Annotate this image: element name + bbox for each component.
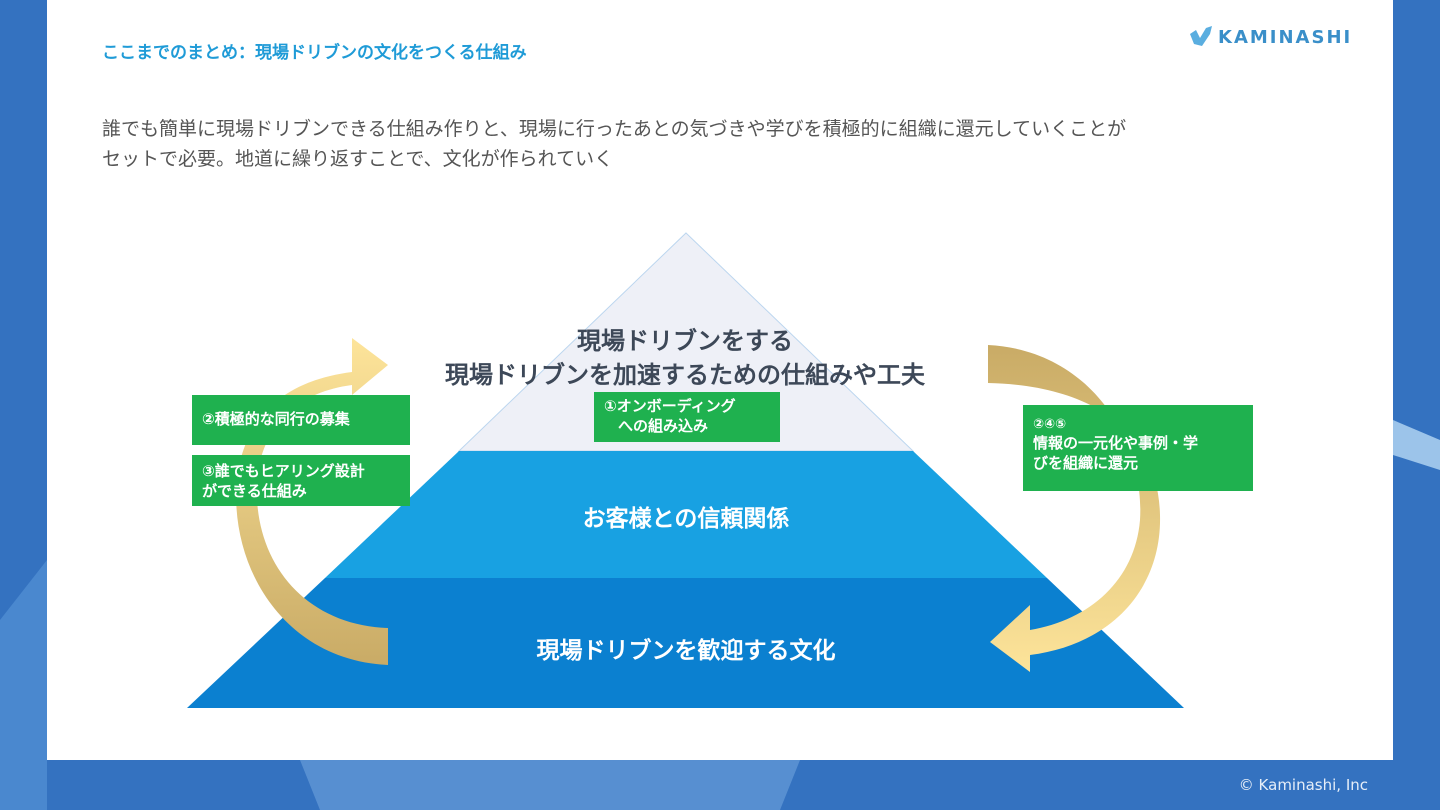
pyramid-bottom-label: 現場ドリブンを歓迎する文化 <box>536 638 836 664</box>
kaminashi-logo: KAMINASHI <box>1188 24 1352 50</box>
box-onboarding: ①オンボーディングへの組み込み <box>594 392 780 442</box>
box-text: への組み込み <box>618 417 709 435</box>
box-text: ②④⑤ <box>1033 417 1067 432</box>
slide-body: 誰でも簡単に現場ドリブンできる仕組み作りと、現場に行ったあとの気づきや学びを積極… <box>102 114 1322 174</box>
box-text: 情報の一元化や事例・学 <box>1033 434 1199 452</box>
box-text: ②積極的な同行の募集 <box>202 410 350 428</box>
goat-icon <box>1190 26 1212 46</box>
slide-title: ここまでのまとめ：現場ドリブンの文化をつくる仕組み <box>102 43 527 63</box>
pyramid-middle-label: お客様との信頼関係 <box>582 506 790 532</box>
box-hearing-design: ③誰でもヒアリング設計ができる仕組み <box>192 455 410 506</box>
box-knowledge-return: ②④⑤ 情報の一元化や事例・学びを組織に還元 <box>1023 405 1253 491</box>
box-recruit-accompany: ②積極的な同行の募集 <box>192 395 410 445</box>
logo-text: KAMINASHI <box>1218 26 1353 48</box>
cycle-arrow-right <box>988 345 1161 672</box>
body-line: セットで必要。地道に繰り返すことで、文化が作られていく <box>102 148 614 170</box>
box-text: ができる仕組み <box>202 482 307 500</box>
box-text: ③誰でもヒアリング設計 <box>202 462 365 480</box>
pyramid-middle-layer <box>325 451 1047 578</box>
box-text: びを組織に還元 <box>1033 454 1139 472</box>
box-text: ①オンボーディング <box>604 397 736 415</box>
copyright: © Kaminashi, Inc <box>1238 776 1368 794</box>
pyramid-top-line-1: 現場ドリブンをする <box>577 327 793 355</box>
body-line: 誰でも簡単に現場ドリブンできる仕組み作りと、現場に行ったあとの気づきや学びを積極… <box>102 118 1127 140</box>
pyramid-top-line-2: 現場ドリブンを加速するための仕組みや工夫 <box>445 361 925 389</box>
pyramid-bottom-layer <box>187 578 1184 708</box>
